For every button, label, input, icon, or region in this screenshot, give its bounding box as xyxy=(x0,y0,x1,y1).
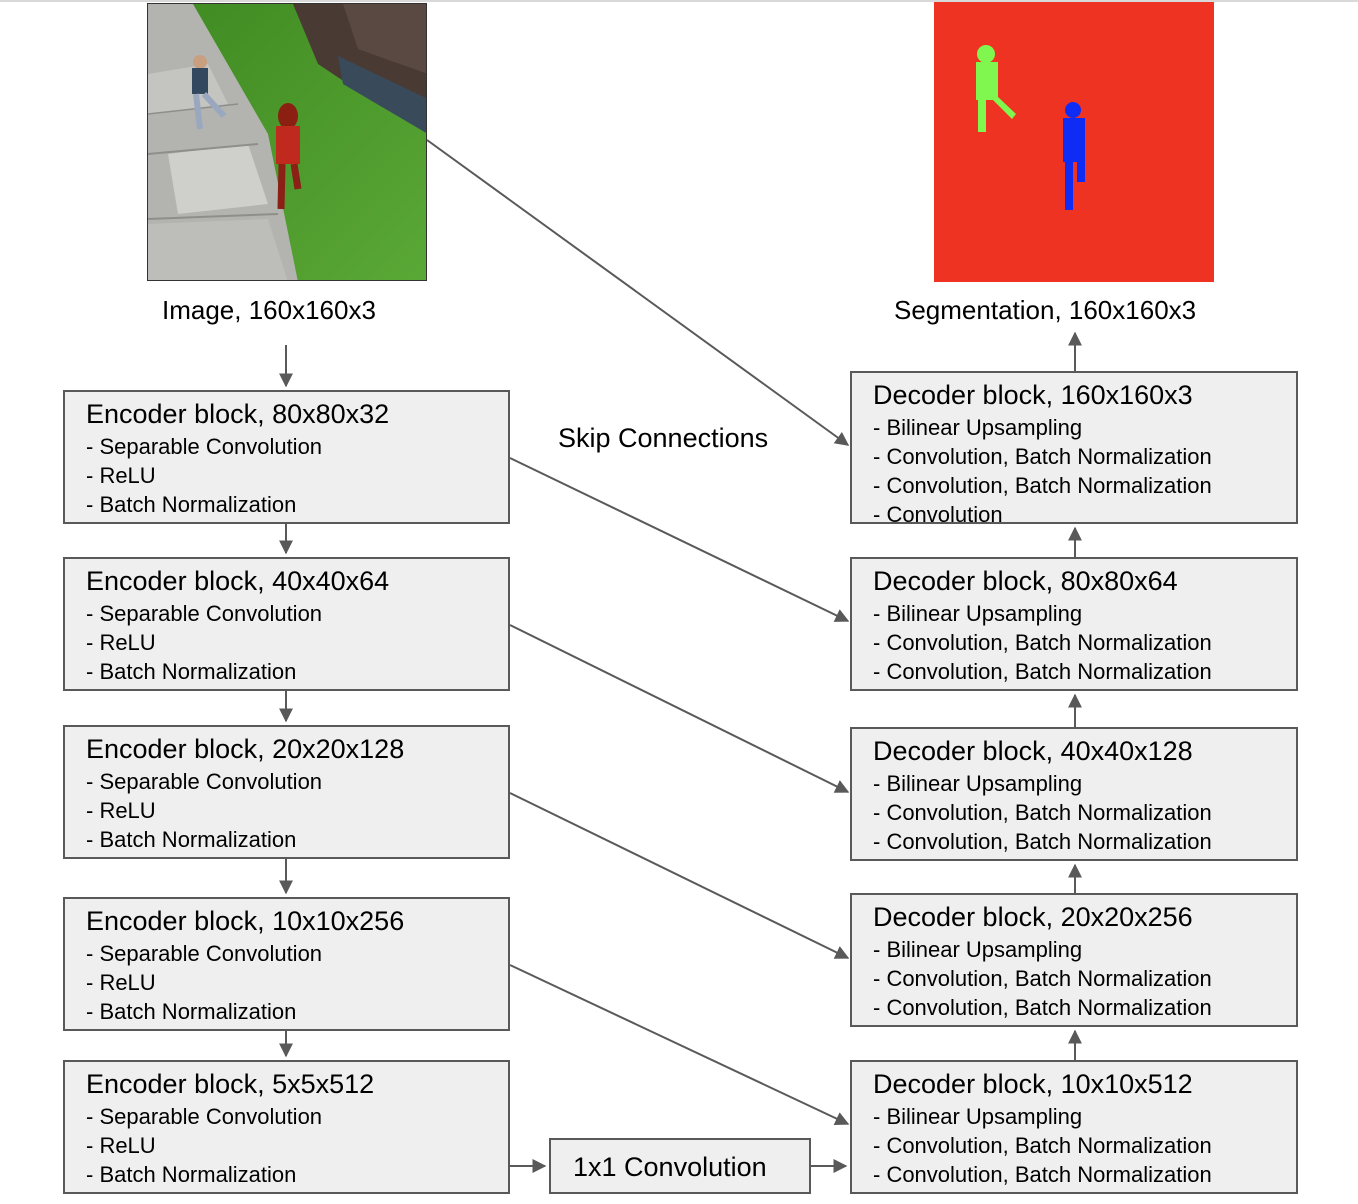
layer-item: - Convolution, Batch Normalization xyxy=(873,659,1212,684)
layer-item: - Batch Normalization xyxy=(86,492,297,517)
block-title: Encoder block, 10x10x256 xyxy=(86,906,405,936)
block-layers: - Separable Convolution - ReLU - Batch N… xyxy=(86,767,322,854)
block-title: Decoder block, 160x160x3 xyxy=(873,380,1193,410)
skip-encoder-3-to-decoder-4 xyxy=(509,792,850,959)
layer-item: - Convolution, Batch Normalization xyxy=(873,995,1212,1020)
block-layers: - Bilinear Upsampling - Convolution, Bat… xyxy=(873,935,1212,1022)
skip-image-to-decoder-1 xyxy=(426,139,850,446)
block-layers: - Separable Convolution - ReLU - Batch N… xyxy=(86,599,322,686)
block-title: Encoder block, 5x5x512 xyxy=(86,1069,375,1099)
block-layers: - Bilinear Upsampling - Convolution, Bat… xyxy=(873,599,1212,686)
block-layers: - Separable Convolution - ReLU - Batch N… xyxy=(86,1102,322,1189)
layer-item: - ReLU xyxy=(86,1133,156,1158)
layer-item: - Bilinear Upsampling xyxy=(873,415,1083,440)
layer-item: - Convolution, Batch Normalization xyxy=(873,473,1212,498)
encoder-block-1: Encoder block, 80x80x32 - Separable Conv… xyxy=(63,390,510,524)
layer-item: - Batch Normalization xyxy=(86,659,297,684)
segmentation-caption: Segmentation, 160x160x3 xyxy=(894,295,1197,325)
block-title: Encoder block, 80x80x32 xyxy=(86,399,390,429)
encoder-block-3: Encoder block, 20x20x128 - Separable Con… xyxy=(63,725,510,859)
conv-1x1-block: 1x1 Convolution xyxy=(549,1138,811,1194)
decoder-block-4: Decoder block, 20x20x256 - Bilinear Upsa… xyxy=(850,893,1298,1027)
layer-item: - Convolution, Batch Normalization xyxy=(873,444,1212,469)
segmentation-image xyxy=(934,2,1214,282)
block-layers: - Bilinear Upsampling - Convolution, Bat… xyxy=(873,769,1212,856)
layer-item: - Convolution, Batch Normalization xyxy=(873,829,1212,854)
block-title: Encoder block, 40x40x64 xyxy=(86,566,390,596)
decoder-block-3: Decoder block, 40x40x128 - Bilinear Upsa… xyxy=(850,727,1298,861)
block-title: Decoder block, 20x20x256 xyxy=(873,902,1193,932)
layer-item: - Bilinear Upsampling xyxy=(873,771,1083,796)
block-title: Encoder block, 20x20x128 xyxy=(86,734,405,764)
block-layers: - Separable Convolution - ReLU - Batch N… xyxy=(86,939,322,1026)
layer-item: - ReLU xyxy=(86,630,156,655)
layer-item: - Batch Normalization xyxy=(86,999,297,1024)
block-title: Decoder block, 80x80x64 xyxy=(873,566,1178,596)
decoder-block-5: Decoder block, 10x10x512 - Bilinear Upsa… xyxy=(850,1060,1298,1194)
layer-item: - Batch Normalization xyxy=(86,1162,297,1187)
skip-connections-label: Skip Connections xyxy=(558,423,769,453)
block-title: 1x1 Convolution xyxy=(573,1152,767,1182)
block-title: Decoder block, 40x40x128 xyxy=(873,736,1193,766)
decoder-block-2: Decoder block, 80x80x64 - Bilinear Upsam… xyxy=(850,557,1298,691)
layer-item: - Convolution, Batch Normalization xyxy=(873,630,1212,655)
layer-item: - Bilinear Upsampling xyxy=(873,1104,1083,1129)
block-layers: - Bilinear Upsampling - Convolution, Bat… xyxy=(873,1102,1212,1189)
layer-item: - Batch Normalization xyxy=(86,827,297,852)
layer-item: - Convolution, Batch Normalization xyxy=(873,966,1212,991)
layer-item: - Convolution, Batch Normalization xyxy=(873,1133,1212,1158)
input-image-caption: Image, 160x160x3 xyxy=(162,295,376,325)
layer-item: - Convolution, Batch Normalization xyxy=(873,800,1212,825)
layer-item: - Convolution xyxy=(873,502,1003,527)
block-layers: - Bilinear Upsampling - Convolution, Bat… xyxy=(873,413,1212,529)
layer-item: - Separable Convolution xyxy=(86,941,323,966)
layer-item: - ReLU xyxy=(86,970,156,995)
decoder-block-1: Decoder block, 160x160x3 - Bilinear Upsa… xyxy=(850,371,1298,527)
input-image xyxy=(147,3,427,281)
skip-encoder-1-to-decoder-2 xyxy=(509,457,850,622)
layer-item: - Separable Convolution xyxy=(86,434,323,459)
skip-encoder-2-to-decoder-3 xyxy=(509,624,850,793)
layer-item: - ReLU xyxy=(86,463,156,488)
block-title: Decoder block, 10x10x512 xyxy=(873,1069,1193,1099)
layer-item: - ReLU xyxy=(86,798,156,823)
layer-item: - Separable Convolution xyxy=(86,769,323,794)
layer-item: - Bilinear Upsampling xyxy=(873,601,1083,626)
layer-item: - Bilinear Upsampling xyxy=(873,937,1083,962)
skip-encoder-4-to-decoder-5 xyxy=(509,964,850,1125)
layer-item: - Separable Convolution xyxy=(86,1104,323,1129)
encoder-block-5: Encoder block, 5x5x512 - Separable Convo… xyxy=(63,1060,510,1194)
block-layers: - Separable Convolution - ReLU - Batch N… xyxy=(86,432,322,519)
layer-item: - Separable Convolution xyxy=(86,601,323,626)
encoder-block-2: Encoder block, 40x40x64 - Separable Conv… xyxy=(63,557,510,691)
top-border xyxy=(0,0,1358,2)
layer-item: - Convolution, Batch Normalization xyxy=(873,1162,1212,1187)
encoder-block-4: Encoder block, 10x10x256 - Separable Con… xyxy=(63,897,510,1031)
